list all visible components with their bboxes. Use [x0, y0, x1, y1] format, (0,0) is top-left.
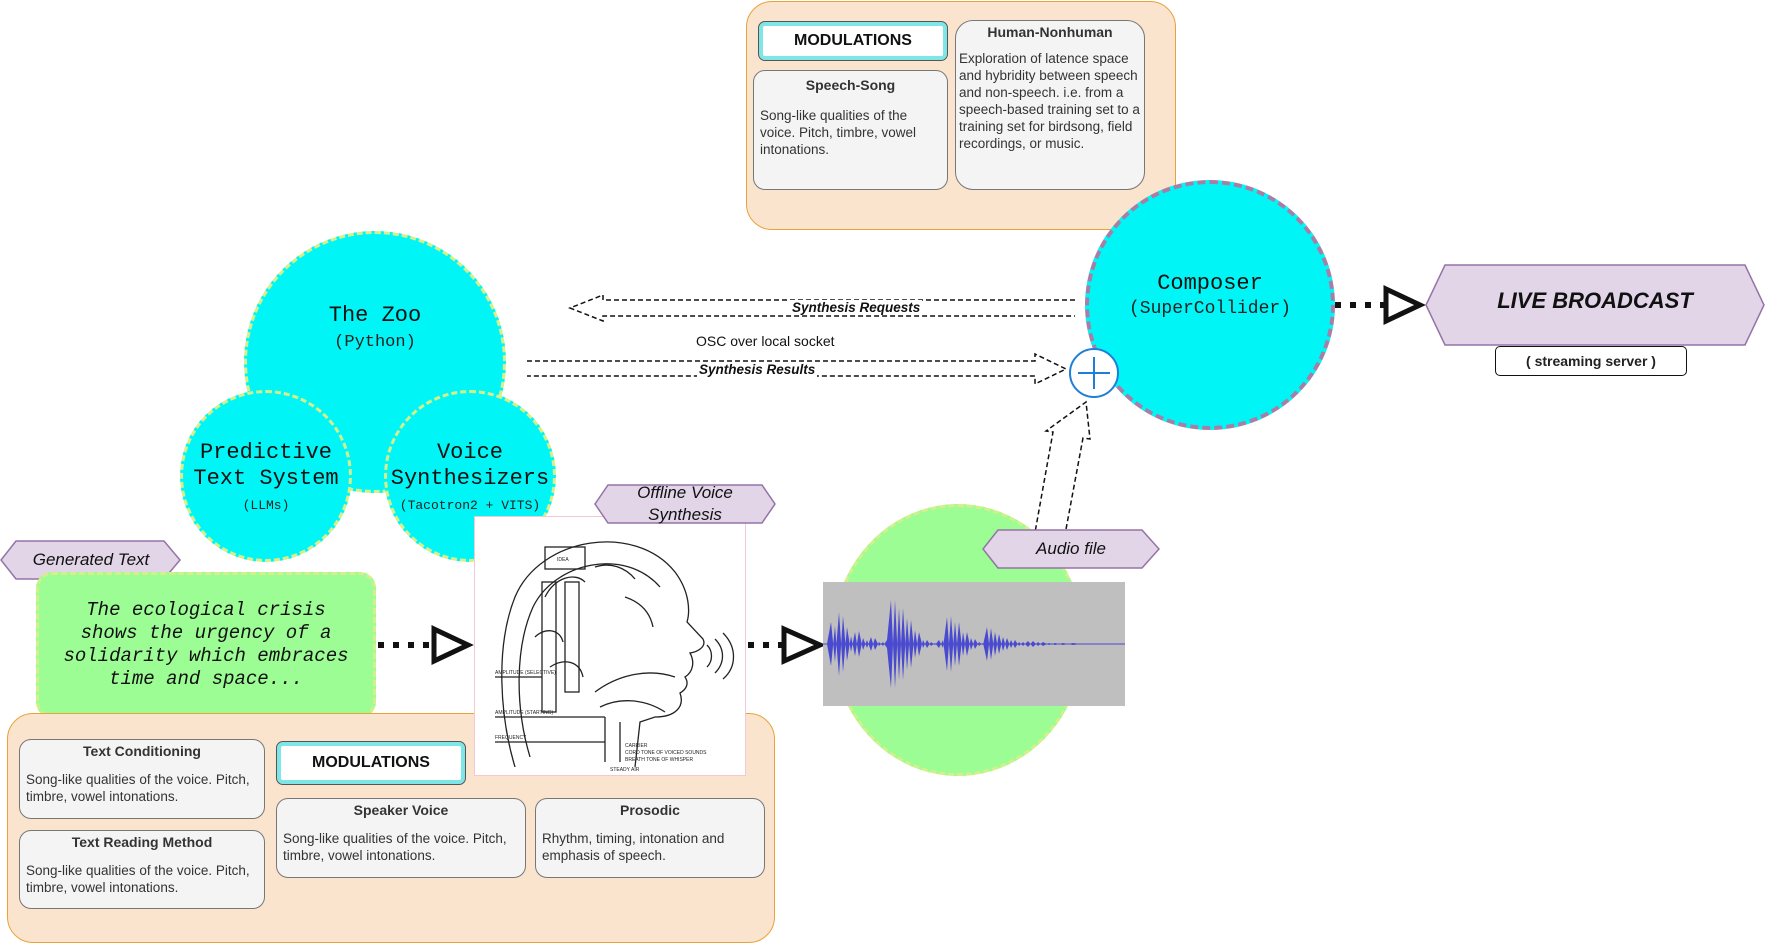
live-broadcast-title: LIVE BROADCAST — [1497, 288, 1693, 313]
predictive-title-line2: Text System — [193, 465, 339, 491]
human-nonhuman-title: Human-Nonhuman — [987, 24, 1113, 40]
the-zoo-title: The Zoo — [328, 302, 422, 328]
composer-to-broadcast-connector — [1335, 285, 1426, 325]
speech-song-title: Speech-Song — [805, 77, 896, 93]
speaker-voice-card: Speaker Voice Song-like qualities of the… — [276, 798, 526, 878]
text-reading-method-card: Text Reading Method Song-like qualities … — [19, 830, 265, 909]
audio-to-composer-arrow — [1033, 400, 1091, 541]
voice-synth-title-line1: Voice — [436, 439, 503, 465]
head-label-idea: IDEA — [557, 557, 569, 563]
voice-synth-title-line2: Synthesizers — [390, 465, 550, 491]
composer-title: Composer — [1157, 271, 1263, 296]
offline-synthesis-tag-shape — [594, 484, 776, 524]
text-conditioning-body: Song-like qualities of the voice. Pitch,… — [26, 772, 250, 804]
composer-subtitle: (SuperCollider) — [1128, 299, 1292, 319]
text-reading-body: Song-like qualities of the voice. Pitch,… — [26, 863, 250, 895]
audio-waveform[interactable] — [823, 582, 1125, 706]
head-label-carrier: CARRIER — [625, 743, 648, 749]
predictive-subtitle: (LLMs) — [242, 497, 290, 513]
human-nonhuman-card: Human-Nonhuman Exploration of latence sp… — [955, 20, 1145, 190]
generated-text-content: The ecological crisis shows the urgency … — [63, 599, 349, 690]
prosodic-body: Rhythm, timing, intonation and emphasis … — [542, 831, 725, 863]
head-label-steady-air: STEADY AIR — [610, 767, 640, 773]
synthesis-requests-label: Synthesis Requests — [790, 300, 923, 315]
head-label-breath-tone: BREATH TONE OF WHISPER — [625, 757, 693, 763]
head-label-amplitude-selective: AMPLITUDE (SELECTIVE) — [495, 670, 556, 676]
osc-label: OSC over local socket — [696, 333, 835, 349]
audio-file-tag: Audio file — [1036, 539, 1106, 558]
voice-synthesizers-circle[interactable]: Voice Synthesizers (Tacotron2 + VITS) — [384, 390, 556, 562]
head-label-cord-tone: CORD TONE OF VOICED SOUNDS — [625, 750, 707, 756]
voice-synth-subtitle: (Tacotron2 + VITS) — [399, 497, 541, 513]
speech-anatomy-illustration: IDEA AMPLITUDE (SELECTIVE) AMPLITUDE (ST… — [474, 516, 746, 776]
synthesis-results-arrow — [527, 352, 1068, 386]
live-broadcast-shape — [1425, 264, 1765, 346]
head-label-frequency: FREQUENCY — [495, 735, 527, 741]
bottom-modulations-tag: MODULATIONS — [276, 741, 466, 785]
speaker-voice-title: Speaker Voice — [353, 802, 449, 818]
speaker-voice-body: Song-like qualities of the voice. Pitch,… — [283, 831, 507, 863]
text-to-synthesis-connector — [378, 625, 474, 665]
offline-synthesis-line2: Synthesis — [648, 505, 722, 524]
speech-song-body: Song-like qualities of the voice. Pitch,… — [760, 108, 917, 157]
synthesis-requests-arrow — [567, 293, 1075, 323]
waveform-svg — [823, 600, 1125, 688]
mixer-plus-icon[interactable] — [1067, 346, 1121, 400]
text-conditioning-card: Text Conditioning Song-like qualities of… — [19, 739, 265, 819]
synthesis-to-audio-connector — [748, 625, 827, 665]
offline-synthesis-tag: Offline Voice Synthesis — [594, 482, 776, 526]
composer-circle[interactable]: Composer (SuperCollider) — [1085, 180, 1335, 430]
human-nonhuman-body: Exploration of latence space and hybridi… — [959, 51, 1140, 151]
head-diagram-svg: IDEA AMPLITUDE (SELECTIVE) AMPLITUDE (ST… — [495, 541, 735, 773]
head-label-amplitude-starting: AMPLITUDE (STARTING) — [495, 710, 553, 716]
speech-song-card: Speech-Song Song-like qualities of the v… — [753, 70, 948, 190]
text-conditioning-title: Text Conditioning — [83, 743, 201, 759]
predictive-text-circle[interactable]: Predictive Text System (LLMs) — [180, 390, 352, 562]
prosodic-card: Prosodic Rhythm, timing, intonation and … — [535, 798, 765, 878]
prosodic-title: Prosodic — [620, 802, 680, 818]
the-zoo-subtitle: (Python) — [334, 332, 416, 352]
offline-synthesis-line1: Offline Voice — [637, 483, 733, 502]
predictive-title-line1: Predictive — [199, 439, 333, 465]
synthesis-results-label: Synthesis Results — [697, 362, 818, 377]
generated-text-box: The ecological crisis shows the urgency … — [36, 572, 376, 718]
streaming-server-badge: ( streaming server ) — [1495, 346, 1687, 376]
top-modulations-tag: MODULATIONS — [758, 21, 948, 61]
generated-text-tag: Generated Text — [32, 550, 150, 569]
text-reading-title: Text Reading Method — [71, 834, 213, 850]
audio-file-tag-shape — [982, 529, 1160, 569]
